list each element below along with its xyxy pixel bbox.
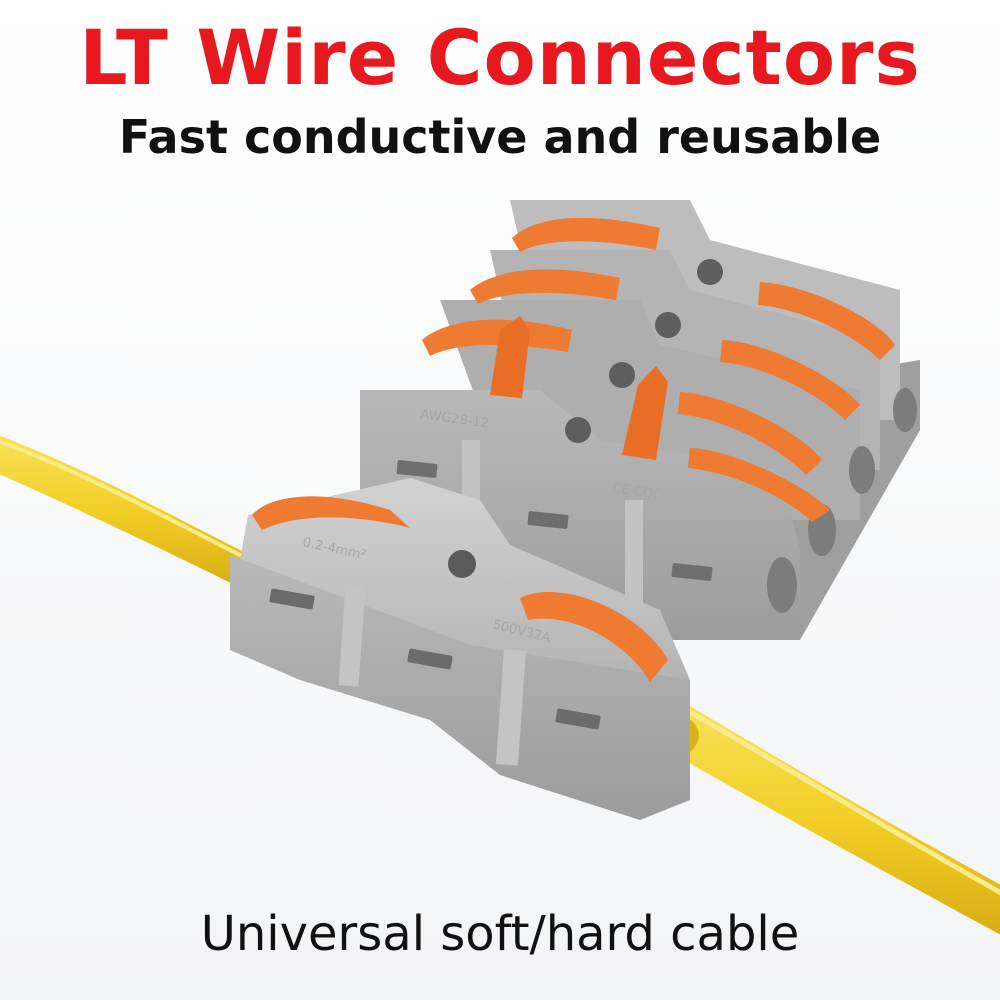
headline-subtitle: Fast conductive and reusable bbox=[118, 110, 882, 164]
headline-title: LT Wire Connectors bbox=[79, 13, 921, 102]
inline-connector: 0.2-4mm² 500V32A bbox=[230, 478, 690, 820]
multi-way-connector: AWG28-12 CE CQC bbox=[360, 200, 920, 640]
bottom-caption: Universal soft/hard cable bbox=[200, 906, 800, 962]
yellow-cable bbox=[0, 435, 1000, 935]
cert-marking: CE CQC bbox=[611, 481, 662, 503]
